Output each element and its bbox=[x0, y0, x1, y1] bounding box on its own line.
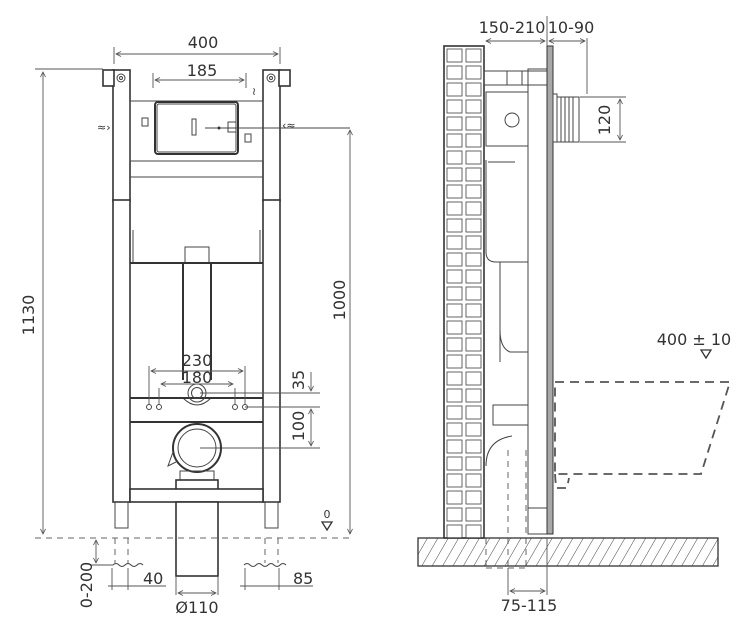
label-drain-offset-side: 75-115 bbox=[501, 596, 558, 615]
dim-leg-extension: 0-200 bbox=[77, 540, 113, 608]
dim-bolt-spacing: 230 180 bbox=[148, 351, 246, 404]
inlet-right-icon: ‹≈ bbox=[282, 119, 296, 132]
label-foot-left: 40 bbox=[143, 569, 163, 588]
right-bracket bbox=[278, 69, 291, 87]
label-drain-diameter: Ø110 bbox=[175, 598, 218, 617]
seat-level-marker-icon bbox=[699, 349, 713, 360]
front-panel bbox=[546, 45, 554, 535]
dim-flush-plate-width: 185 bbox=[152, 61, 247, 88]
flush-plate-side bbox=[556, 96, 580, 143]
dim-foot-left: 40 bbox=[108, 568, 166, 590]
dim-overall-width: 400 bbox=[113, 33, 281, 64]
label-foot-right: 85 bbox=[293, 569, 313, 588]
drain-elbow-icon bbox=[172, 423, 222, 473]
dim-flush-plate-height: 1000 bbox=[330, 130, 350, 534]
dim-total-height: 1130 bbox=[19, 68, 103, 534]
bolt-hole-icon bbox=[146, 404, 152, 410]
front-view: 400 185 bbox=[19, 33, 352, 617]
side-view: 150-210 10-90 120 400 ± 10 75-115 bbox=[417, 16, 732, 615]
label-bolt-spacing-inner: 180 bbox=[182, 368, 213, 387]
label-overall-width: 400 bbox=[188, 33, 219, 52]
dim-wall-offset: 10-90 bbox=[548, 18, 595, 94]
label-frame-depth: 150-210 bbox=[479, 18, 546, 37]
label-wall-offset: 10-90 bbox=[548, 18, 595, 37]
mount-hole-right-icon bbox=[266, 73, 276, 83]
dim-vertical-offsets: 35 100 bbox=[200, 370, 320, 449]
mount-hole-left-icon bbox=[116, 73, 126, 83]
brick-wall bbox=[443, 45, 485, 539]
label-flush-plate-height: 1000 bbox=[330, 280, 349, 321]
label-inlet-offset: 35 bbox=[289, 370, 308, 390]
label-floor-level: 0 bbox=[324, 508, 331, 521]
inlet-top-icon: ≀ bbox=[252, 85, 256, 98]
label-flush-plate-width: 185 bbox=[187, 61, 218, 80]
left-upright bbox=[112, 69, 131, 202]
dim-foot-right: 85 bbox=[240, 568, 313, 590]
dim-frame-depth: 150-210 bbox=[479, 16, 548, 46]
drain-pipe bbox=[175, 501, 219, 577]
wc-bowl-outline bbox=[554, 381, 732, 475]
label-plate-height: 120 bbox=[595, 105, 614, 136]
label-drain-offset: 100 bbox=[289, 411, 308, 442]
label-leg-extension: 0-200 bbox=[77, 562, 96, 609]
dim-seat-height: 400 ± 10 bbox=[657, 330, 731, 360]
label-seat-height: 400 ± 10 bbox=[657, 330, 731, 349]
label-total-height: 1130 bbox=[19, 295, 38, 336]
dim-drain-diameter: Ø110 bbox=[175, 576, 219, 617]
dim-drain-offset: 75-115 bbox=[501, 538, 558, 615]
inlet-left-icon: ≈› bbox=[97, 121, 111, 134]
left-bracket bbox=[102, 69, 115, 87]
right-upright bbox=[262, 69, 281, 202]
floor-slab bbox=[417, 537, 719, 567]
dim-plate-height: 120 bbox=[580, 96, 626, 143]
label-bolt-spacing-outer: 230 bbox=[182, 351, 213, 370]
level-marker-icon bbox=[320, 521, 334, 532]
